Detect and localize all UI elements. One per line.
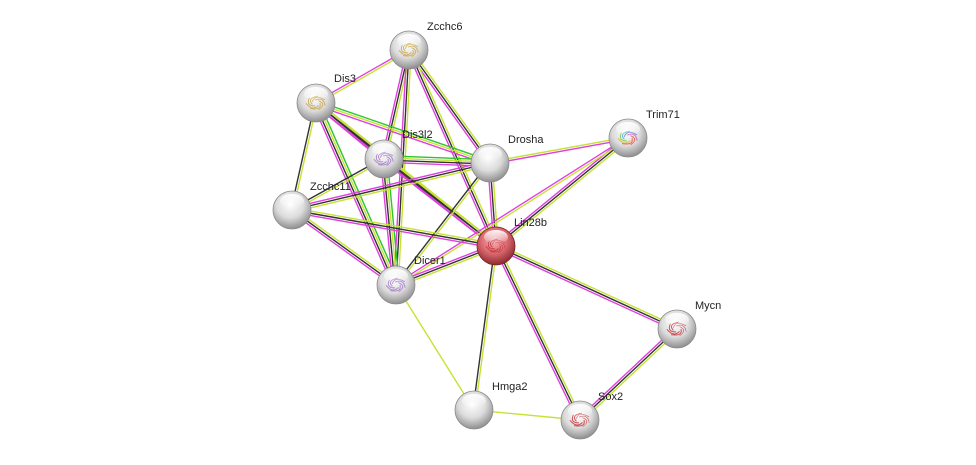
node-label: Dis3 (334, 73, 356, 85)
edge-line-coexpression (579, 328, 678, 421)
node-highlight (568, 404, 592, 418)
node-highlight (304, 87, 328, 101)
edge-dis3-drosha[interactable] (315, 100, 491, 166)
node-label: Sox2 (598, 391, 623, 403)
node-label: Zcchc11 (310, 181, 351, 193)
node-label: Trim71 (646, 109, 680, 121)
edge-line-textmining (410, 48, 499, 246)
edge-line-textmining (292, 207, 398, 284)
edge-line-experiments (490, 138, 629, 165)
node-highlight (462, 394, 486, 408)
edge-line-textmining (410, 48, 493, 163)
edge-line-textmining (496, 139, 630, 249)
edge-line-coexpression (408, 49, 491, 164)
edge-line-coexpression (495, 245, 678, 330)
edge-line-experiments (291, 211, 496, 249)
node-highlight (665, 313, 689, 327)
edge-line-coexpression (472, 245, 496, 410)
edge-trim71-lin28b[interactable] (494, 135, 630, 249)
edge-line-textmining (396, 163, 492, 287)
edge-line-experiments (578, 326, 676, 419)
edge-zcchc11-lin28b[interactable] (291, 207, 497, 249)
node-highlight (616, 122, 640, 136)
node-zcchc6[interactable]: Zcchc6 (389, 21, 462, 70)
edge-line-textmining (292, 164, 491, 213)
node-highlight (484, 230, 508, 244)
node-highlight (280, 194, 304, 208)
edge-line-textmining (395, 284, 475, 411)
node-hmga2[interactable]: Hmga2 (454, 381, 527, 430)
edge-line-experiments (315, 104, 490, 166)
node-label: Mycn (695, 300, 721, 312)
edge-lin28b-mycn[interactable] (494, 243, 679, 332)
edge-dicer1-hmga2[interactable] (395, 284, 475, 411)
edges-layer (290, 48, 679, 423)
node-drosha[interactable]: Drosha (470, 134, 544, 183)
edge-line-textmining (384, 156, 498, 245)
edge-line-experiments (494, 247, 677, 332)
node-dis3[interactable]: Dis3 (296, 73, 356, 123)
edge-line-textmining (396, 138, 629, 287)
edge-line-coexpression (495, 137, 629, 247)
edge-line-coexpression (291, 209, 497, 247)
node-dis3l2[interactable]: Dis3l2 (364, 129, 433, 179)
node-lin28b[interactable]: Lin28b (476, 217, 547, 266)
node-sox2[interactable]: Sox2 (560, 391, 623, 440)
node-label: Lin28b (514, 217, 547, 229)
edge-line-textmining (397, 50, 412, 286)
edge-line-textmining (315, 102, 491, 164)
node-label: Dicer1 (414, 255, 446, 267)
edge-line-databases (318, 101, 400, 284)
node-highlight (384, 269, 408, 283)
edge-mycn-sox2[interactable] (578, 326, 679, 423)
edge-line-databases (316, 100, 491, 162)
edge-line-textmining (496, 243, 679, 328)
node-label: Dis3l2 (402, 129, 433, 141)
edge-dis3l2-dicer1[interactable] (380, 158, 400, 286)
edge-line-textmining (489, 136, 628, 163)
edge-drosha-trim71[interactable] (489, 136, 629, 165)
node-label: Zcchc6 (427, 21, 462, 33)
node-highlight (478, 147, 502, 161)
node-zcchc11[interactable]: Zcchc11 (272, 181, 351, 230)
edge-line-experiments (493, 246, 579, 422)
edge-line-coexpression (382, 159, 396, 286)
edge-lin28b-hmga2[interactable] (472, 245, 498, 411)
edge-line-textmining (292, 207, 497, 245)
edge-line-databases (386, 158, 400, 285)
edge-line-coexpression (495, 245, 581, 421)
node-mycn[interactable]: Mycn (657, 300, 721, 349)
node-label: Drosha (508, 134, 544, 146)
node-dicer1[interactable]: Dicer1 (376, 255, 446, 305)
edge-line-textmining (497, 244, 583, 420)
edge-line-textmining (316, 102, 398, 285)
edge-line-textmining (581, 330, 679, 423)
edge-line-coexpression (394, 161, 490, 285)
edge-line-experiments (395, 136, 628, 285)
edge-line-textmining (384, 158, 398, 285)
edge-trim71-dicer1[interactable] (395, 136, 629, 287)
edge-line-coexpression (395, 49, 410, 286)
node-label: Hmga2 (492, 381, 527, 393)
edge-line-coexpression (291, 162, 491, 211)
edge-drosha-zcchc11[interactable] (291, 160, 491, 213)
edge-line-textmining (474, 246, 498, 411)
edge-zcchc11-dicer1[interactable] (290, 207, 398, 288)
node-highlight (372, 143, 396, 157)
edge-line-coexpression (291, 209, 397, 286)
node-trim71[interactable]: Trim71 (608, 109, 680, 158)
node-highlight (397, 34, 421, 48)
edge-line-experiments (290, 211, 396, 288)
edge-line-experiments (291, 160, 490, 209)
edge-drosha-dicer1[interactable] (394, 161, 492, 287)
edge-line-experiments (380, 159, 394, 286)
edge-lin28b-sox2[interactable] (493, 244, 583, 422)
